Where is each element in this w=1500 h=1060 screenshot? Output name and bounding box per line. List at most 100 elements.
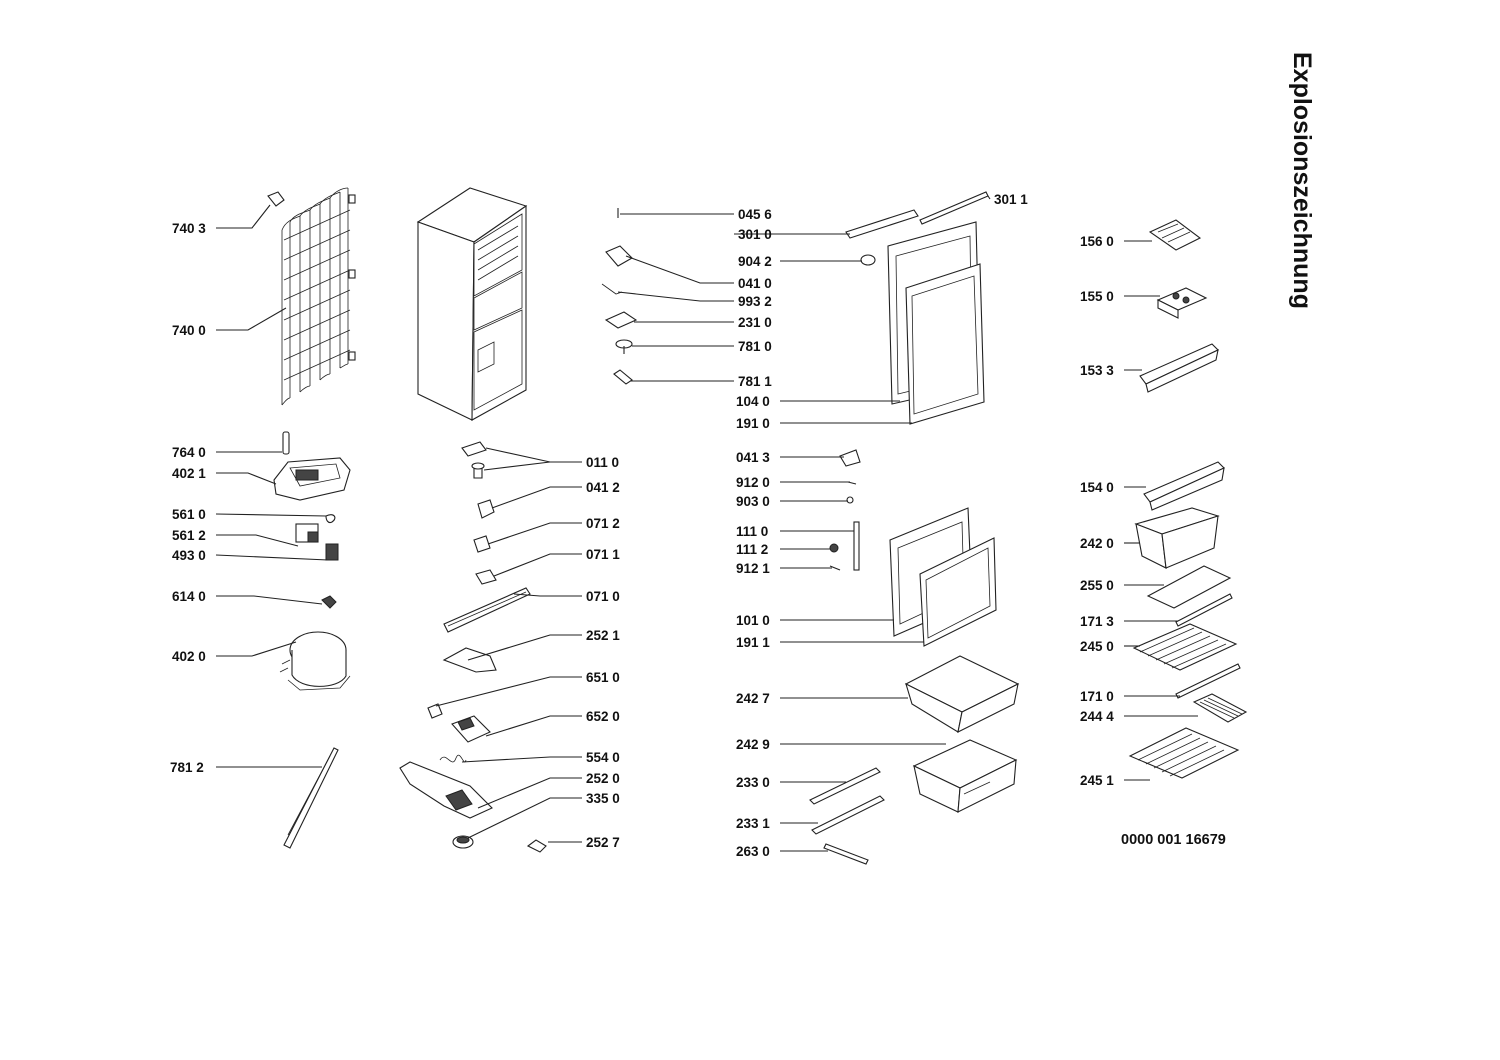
relay-5612-drawing [295,523,319,543]
bracket-0712-drawing [473,535,491,553]
cap-9042-drawing [860,254,876,266]
label-3350: 335 0 [586,791,620,806]
shelf-1533-drawing [1139,343,1219,393]
hinge-1110-drawing [853,521,860,571]
seal-1911-drawing [919,537,997,647]
thermostat-housing-2520-drawing [399,761,493,819]
trim-3011-drawing [919,191,989,225]
label-0712: 071 2 [586,516,620,531]
label-3010: 301 0 [738,227,772,242]
label-7812: 781 2 [170,760,204,775]
trim-1713-drawing [1175,593,1233,627]
hinge-0410-drawing [605,245,633,267]
label-2520: 252 0 [586,771,620,786]
egg-tray-1550-drawing [1156,287,1208,319]
label-1560: 156 0 [1080,234,1114,249]
label-7640: 764 0 [172,445,206,460]
rail-2331-drawing [811,795,885,835]
washer-1112-drawing [829,543,839,553]
door-shelf-1540-drawing [1143,461,1225,511]
hinge-0413-drawing [839,449,861,467]
label-2427: 242 7 [736,691,770,706]
spring-5540-drawing [439,754,467,763]
cabinet-drawing [416,187,528,421]
lamp-6510-drawing [427,703,443,719]
label-9121: 912 1 [736,561,770,576]
label-0412: 041 2 [586,480,620,495]
sensor-7640-drawing [282,431,290,455]
label-2521: 252 1 [586,628,620,643]
bracket-7403-drawing [267,191,285,207]
label-4021: 402 1 [172,466,206,481]
seal-1910-drawing [905,263,985,425]
label-6520: 652 0 [586,709,620,724]
cover-4930-drawing [325,543,339,561]
drawer-2427-drawing [904,655,1020,733]
label-2429: 242 9 [736,737,770,752]
door-shelf-2420-drawing [1134,507,1220,569]
label-5612: 561 2 [172,528,206,543]
label-2527: 252 7 [586,835,620,850]
label-0110: 011 0 [586,455,619,470]
label-9120: 912 0 [736,475,770,490]
label-2451: 245 1 [1080,773,1114,788]
label-9042: 904 2 [738,254,772,269]
label-1533: 153 3 [1080,363,1114,378]
knob-3350-drawing [452,835,474,849]
document-number: 0000 001 16679 [1121,832,1226,848]
clip-2527-drawing [526,839,547,853]
label-0456: 045 6 [738,207,772,222]
pin-7811-drawing [613,369,633,385]
drip-tray-4021-drawing [273,457,351,501]
label-6140: 614 0 [172,589,206,604]
bracket-2521-drawing [442,647,497,673]
label-7811: 781 1 [738,374,772,389]
switch-6520-drawing [451,715,491,743]
label-9030: 903 0 [736,494,770,509]
diagram-title: Explosionszeichnung [1288,52,1316,309]
label-6510: 651 0 [586,670,620,685]
label-2450: 245 0 [1080,639,1114,654]
label-0410: 041 0 [738,276,772,291]
ice-tray-1560-drawing [1148,219,1202,251]
clip-5610-drawing [325,514,336,524]
label-1911: 191 1 [736,635,770,650]
grommet-6140-drawing [321,595,337,609]
grille-2444-drawing [1192,693,1248,723]
label-3011: 301 1 [994,192,1028,207]
rail-2630-drawing [823,843,869,865]
door-trim-3010-drawing [845,209,919,239]
label-2444: 244 4 [1080,709,1114,724]
rail-2330-drawing [809,767,881,805]
condenser-drawing [281,187,356,406]
rail-0710-drawing [443,587,531,633]
label-5540: 554 0 [586,750,620,765]
label-5610: 561 0 [172,507,206,522]
bushing-2310-drawing [604,311,638,329]
label-1040: 104 0 [736,394,770,409]
bracket-0412-drawing [477,499,495,519]
label-7403: 740 3 [172,221,206,236]
compressor-drawing [279,631,351,691]
label-4930: 493 0 [172,548,206,563]
label-1710: 171 0 [1080,689,1114,704]
bracket-0711-drawing [475,569,497,585]
wire-shelf-2451-drawing [1128,727,1240,779]
label-1713: 171 3 [1080,614,1114,629]
label-0710: 071 0 [586,589,620,604]
label-0413: 041 3 [736,450,770,465]
label-1550: 155 0 [1080,289,1114,304]
nut-9030-drawing [846,496,854,504]
label-2420: 242 0 [1080,536,1114,551]
pin-7810-drawing [615,339,633,354]
label-1910: 191 0 [736,416,770,431]
label-1540: 154 0 [1080,480,1114,495]
label-4020: 402 0 [172,649,206,664]
part-labels: 740 3 740 0 764 0 402 1 561 0 561 2 493 … [170,192,1114,859]
label-0711: 071 1 [586,547,620,562]
glass-shelf-2550-drawing [1146,565,1232,609]
trim-1710-drawing [1175,663,1241,699]
label-1110: 111 0 [736,524,768,539]
screw-9121-drawing [829,565,841,571]
